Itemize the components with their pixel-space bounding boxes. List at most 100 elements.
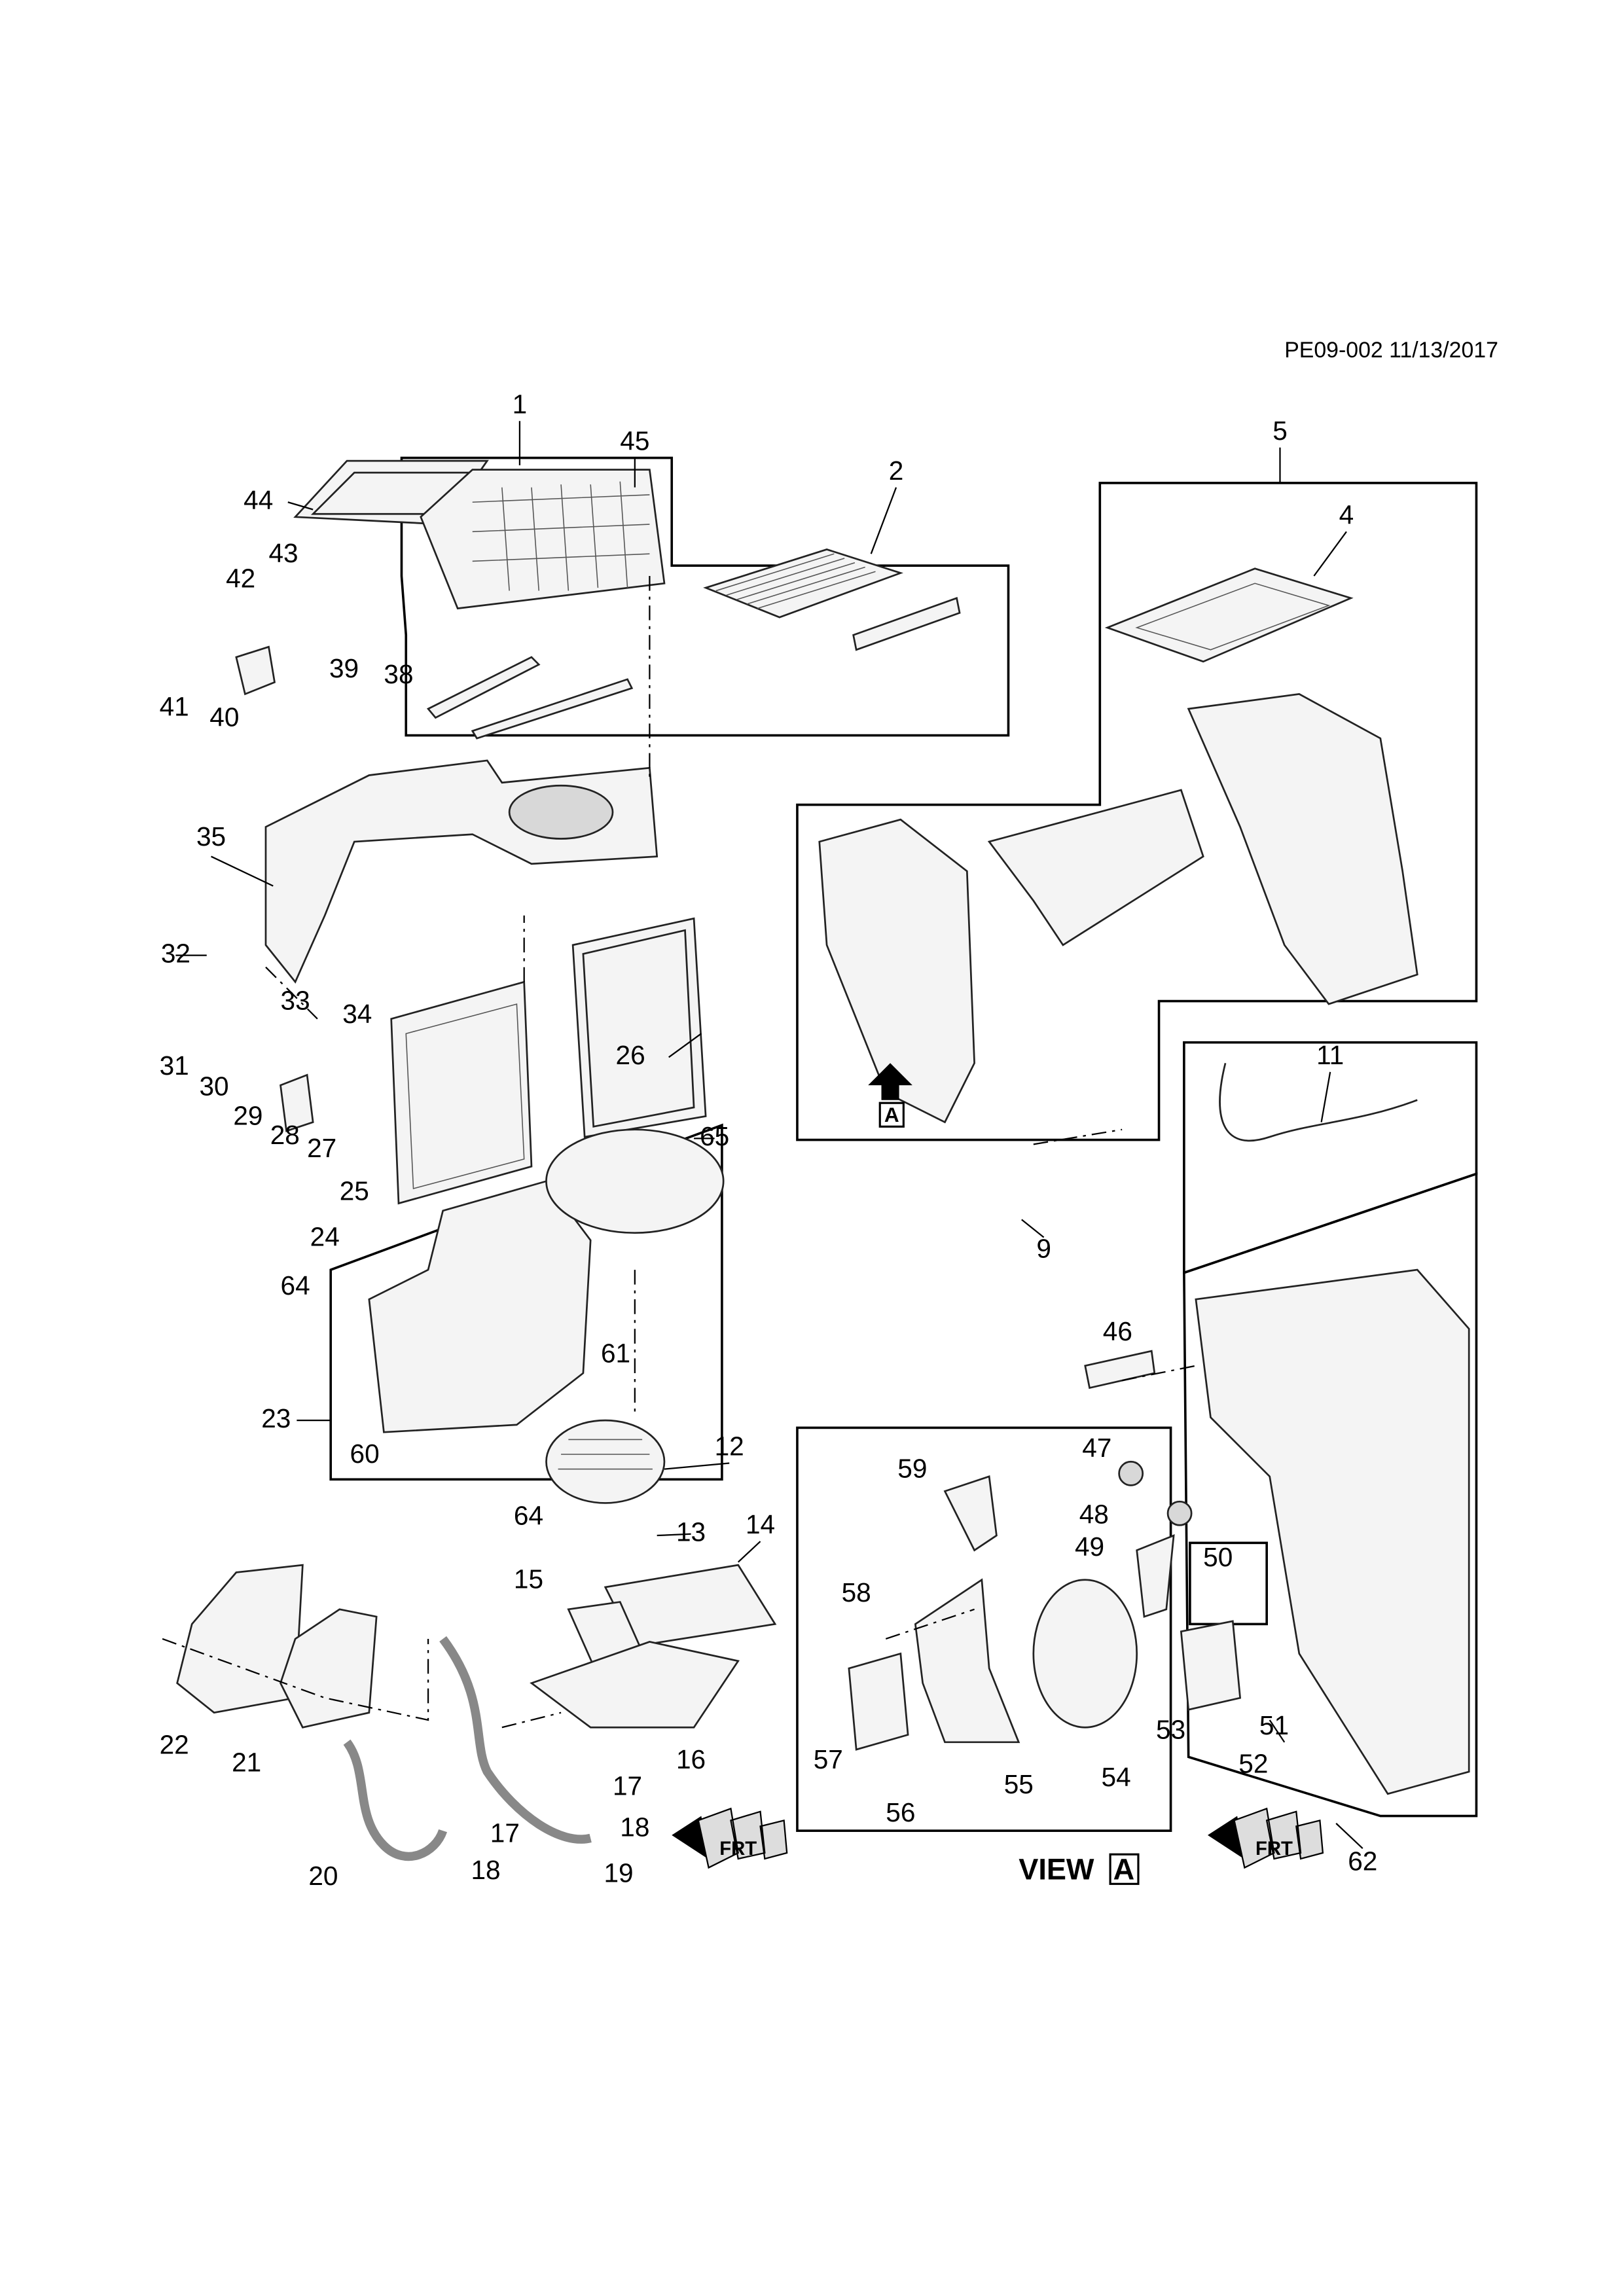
- door-54: [1032, 1579, 1138, 1729]
- callout-28: 28: [270, 1120, 300, 1150]
- callout-54: 54: [1102, 1762, 1131, 1792]
- callout-38: 38: [384, 659, 413, 689]
- actuator-40: [235, 645, 276, 696]
- callout-18: 18: [620, 1812, 649, 1842]
- seal-26: [571, 917, 707, 1138]
- view-text: VIEW: [1019, 1853, 1094, 1886]
- callout-4: 4: [1339, 500, 1354, 530]
- housing-center: [987, 789, 1204, 946]
- lower-case-23: [368, 1180, 592, 1433]
- callout-24: 24: [310, 1221, 340, 1251]
- callout-18-left: 18: [471, 1855, 500, 1885]
- callout-48: 48: [1079, 1499, 1109, 1529]
- callout-51: 51: [1259, 1710, 1289, 1740]
- rail-upper: [426, 656, 541, 719]
- callout-52: 52: [1238, 1749, 1268, 1779]
- gear-47: [1118, 1460, 1144, 1486]
- pipe-19: [439, 1636, 592, 1844]
- callout-44: 44: [244, 485, 273, 515]
- callout-2: 2: [889, 456, 904, 486]
- callout-57: 57: [814, 1744, 843, 1774]
- lever-49: [1136, 1534, 1175, 1618]
- callout-25: 25: [340, 1176, 369, 1206]
- callout-60: 60: [350, 1439, 380, 1469]
- callout-labels: 1 45 2 5 4 44 43 42 41 40 39 38 35 32 33…: [160, 389, 1378, 1891]
- callout-23: 23: [261, 1403, 291, 1433]
- callout-61: 61: [601, 1338, 630, 1369]
- callout-11: 11: [1316, 1040, 1344, 1070]
- filter-4-frame: [1135, 583, 1331, 651]
- callout-13: 13: [676, 1517, 706, 1547]
- callout-35: 35: [196, 821, 226, 852]
- callout-58: 58: [842, 1577, 871, 1607]
- callout-14: 14: [746, 1509, 775, 1539]
- callout-64-lower: 64: [514, 1501, 543, 1531]
- lever-59: [943, 1475, 998, 1552]
- callout-59: 59: [897, 1454, 927, 1484]
- front-label: FRT: [1255, 1838, 1293, 1859]
- callout-56: 56: [886, 1797, 915, 1827]
- callout-1: 1: [513, 389, 528, 419]
- inlet-grid: [472, 481, 650, 591]
- heater-core-16: [530, 1641, 740, 1729]
- filter-2: [703, 548, 903, 619]
- front-indicator-icon: FRT: [672, 1807, 788, 1869]
- callout-55: 55: [1004, 1769, 1034, 1799]
- callout-22: 22: [160, 1729, 189, 1759]
- callout-31: 31: [160, 1050, 189, 1081]
- front-indicator-icon: FRT: [1207, 1807, 1324, 1869]
- filter-2-pleats: [715, 553, 876, 609]
- callout-9: 9: [1036, 1233, 1051, 1263]
- air-inlet-1: [420, 469, 666, 610]
- callout-45: 45: [620, 426, 649, 456]
- callout-33: 33: [281, 986, 310, 1016]
- evaporator-fins: [405, 1003, 525, 1190]
- callout-27: 27: [307, 1133, 336, 1163]
- evaporator-25: [390, 980, 533, 1205]
- actuator-52: [1180, 1620, 1242, 1711]
- blower-scroll: [545, 1128, 725, 1234]
- clip-46: [1084, 1350, 1156, 1390]
- callout-46: 46: [1103, 1316, 1132, 1346]
- callout-32: 32: [161, 938, 190, 968]
- gear-48: [1166, 1500, 1193, 1526]
- callout-49: 49: [1075, 1532, 1104, 1562]
- callout-64: 64: [281, 1270, 310, 1300]
- callout-34: 34: [342, 999, 372, 1029]
- view-marker: A: [1113, 1853, 1135, 1886]
- blower-motor-12: [545, 1419, 666, 1504]
- front-label: FRT: [719, 1838, 757, 1859]
- callout-41: 41: [160, 692, 189, 722]
- filter-4: [1104, 567, 1354, 663]
- callout-50: 50: [1203, 1542, 1233, 1572]
- gasket-21: [280, 1608, 378, 1729]
- bracket-29: [280, 1073, 314, 1132]
- callout-47: 47: [1082, 1433, 1111, 1463]
- filter-cover: [852, 597, 961, 651]
- harness-11: [1219, 1062, 1418, 1142]
- blower-wheel: [558, 1439, 653, 1470]
- box-5: [796, 482, 1478, 1141]
- callout-17: 17: [613, 1770, 642, 1801]
- parts: [176, 459, 1470, 1861]
- callout-5: 5: [1272, 416, 1288, 446]
- box-1: [400, 456, 1010, 737]
- arrow-marker-letter: A: [884, 1103, 899, 1126]
- diagram-code-date: PE09-002 11/13/2017: [1284, 338, 1498, 363]
- box-view-a: [796, 1426, 1172, 1832]
- blower-ring-top: [508, 784, 614, 840]
- callout-12: 12: [715, 1431, 744, 1462]
- callout-39: 39: [329, 653, 359, 683]
- housing-right: [1187, 693, 1418, 1005]
- callout-43: 43: [268, 538, 298, 568]
- actuator-56: [848, 1652, 909, 1751]
- housing-lower: [1195, 1268, 1470, 1795]
- lever-55: [914, 1578, 1020, 1744]
- rail-lower: [471, 678, 634, 740]
- callout-42: 42: [226, 563, 255, 593]
- pipe-20: [343, 1739, 448, 1861]
- callout-29: 29: [233, 1100, 262, 1130]
- callout-20: 20: [308, 1861, 338, 1891]
- callout-26: 26: [616, 1040, 645, 1070]
